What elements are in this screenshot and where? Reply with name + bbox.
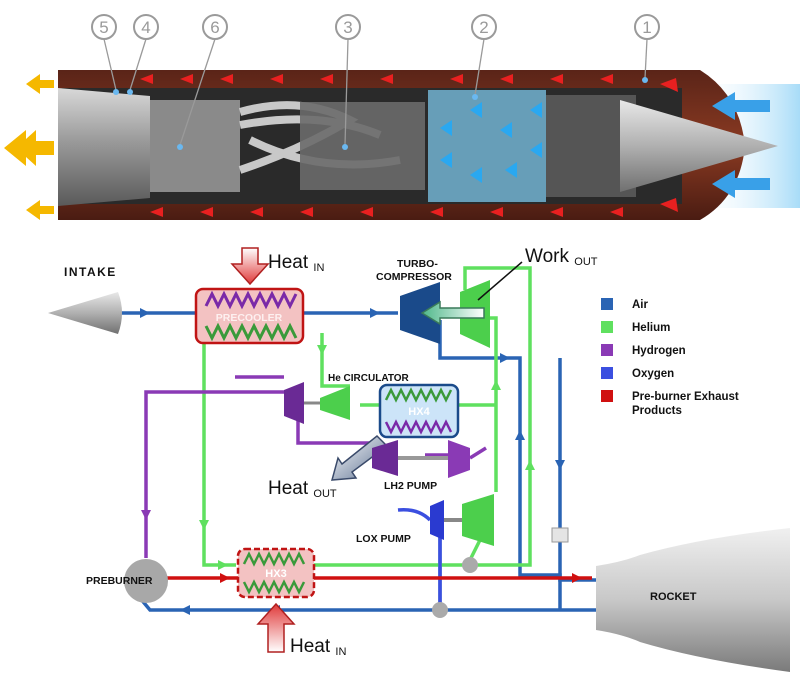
hx3-label: HX3 bbox=[265, 568, 286, 580]
precooler-section bbox=[428, 90, 546, 202]
engine-nozzle bbox=[58, 88, 150, 206]
turbomachinery bbox=[300, 102, 425, 190]
legend-swatch-hydrogen bbox=[601, 344, 613, 356]
svg-text:6: 6 bbox=[210, 18, 219, 37]
legend-label-exhaust-line2: Products bbox=[632, 405, 682, 417]
engine-markers: 5 4 6 3 2 1 bbox=[91, 14, 660, 150]
lh2-pump-turbine bbox=[448, 440, 470, 478]
precooler-flow-arrows bbox=[440, 102, 542, 183]
intake-spike bbox=[620, 100, 778, 192]
legend-swatch-helium bbox=[601, 321, 613, 333]
lox-pump-label: LOX PUMP bbox=[356, 533, 411, 545]
svg-text:5: 5 bbox=[99, 18, 108, 37]
combustion-section bbox=[150, 100, 240, 192]
legend-swatch-exhaust bbox=[601, 390, 613, 402]
legend-label-hydrogen: Hydrogen bbox=[632, 345, 686, 357]
he-circulator-pump bbox=[320, 386, 350, 420]
lox-pump bbox=[430, 500, 444, 540]
precooler-coil-bottom bbox=[204, 322, 298, 342]
heat-in-top-label: Heat IN bbox=[268, 252, 324, 274]
intake-air-arrows bbox=[712, 92, 770, 198]
hx3-coil-top bbox=[242, 551, 306, 567]
air-valve bbox=[551, 527, 569, 543]
work-leader bbox=[477, 261, 523, 301]
lh2-pump bbox=[372, 440, 398, 476]
hx4-box bbox=[378, 383, 460, 439]
cycle-schematic: INTAKE PRECOOLER Heat IN TURBO- COMPRESS… bbox=[48, 246, 790, 672]
he-circulator-label: He CIRCULATOR bbox=[328, 373, 410, 384]
svg-text:1: 1 bbox=[642, 18, 651, 37]
intake-cone bbox=[48, 292, 122, 334]
engine-cutaway: 5 4 6 3 2 1 bbox=[4, 14, 800, 220]
legend-label-exhaust: Pre-burner Exhaust bbox=[632, 391, 739, 403]
flow-arrows-top bbox=[140, 74, 678, 92]
thrust-arrows bbox=[4, 74, 54, 220]
legend-label-oxygen: Oxygen bbox=[632, 368, 674, 380]
work-out-arrow bbox=[420, 300, 485, 326]
legend: Air Helium Hydrogen Oxygen Pre-burner Ex… bbox=[601, 298, 739, 417]
legend-swatch-oxygen bbox=[601, 367, 613, 379]
legend-swatch-air bbox=[601, 298, 613, 310]
turbo-label-line1: TURBO- bbox=[397, 258, 438, 270]
hx3-coil-bottom bbox=[242, 579, 306, 595]
lh2-pump-label: LH2 PUMP bbox=[384, 480, 437, 492]
preburner-label: PREBURNER bbox=[86, 575, 153, 587]
hx4-coil-top bbox=[384, 387, 453, 403]
rocket-label: ROCKET bbox=[650, 591, 697, 603]
oxygen-lines bbox=[397, 507, 442, 605]
rocket-nozzle bbox=[596, 528, 790, 672]
lox-pump-turbine bbox=[462, 494, 494, 546]
junction-air bbox=[432, 602, 448, 618]
heat-in-arrow-top bbox=[230, 247, 270, 286]
hx4-label: HX4 bbox=[408, 406, 430, 418]
air-compressor bbox=[400, 282, 440, 344]
turbo-label-line2: COMPRESSOR bbox=[376, 271, 452, 283]
precooler-coil-top bbox=[204, 290, 298, 310]
preburner bbox=[124, 559, 168, 603]
flow-arrows-bottom bbox=[150, 198, 678, 217]
intake-label: INTAKE bbox=[64, 265, 117, 279]
legend-label-helium: Helium bbox=[632, 322, 670, 334]
heat-in-bottom-label: Heat IN bbox=[290, 636, 346, 658]
heat-out-label: Heat OUT bbox=[268, 478, 337, 500]
legend-label-air: Air bbox=[632, 299, 649, 311]
svg-text:4: 4 bbox=[141, 18, 150, 37]
precooler-label: PRECOOLER bbox=[216, 312, 283, 324]
hx4-coil-bottom bbox=[384, 419, 453, 435]
work-out-label: Work OUT bbox=[525, 246, 598, 268]
hydrogen-turbine-small bbox=[284, 382, 304, 424]
junction-helium bbox=[462, 557, 478, 573]
svg-text:3: 3 bbox=[343, 18, 352, 37]
svg-text:2: 2 bbox=[479, 18, 488, 37]
heat-in-arrow-bottom bbox=[256, 602, 296, 653]
